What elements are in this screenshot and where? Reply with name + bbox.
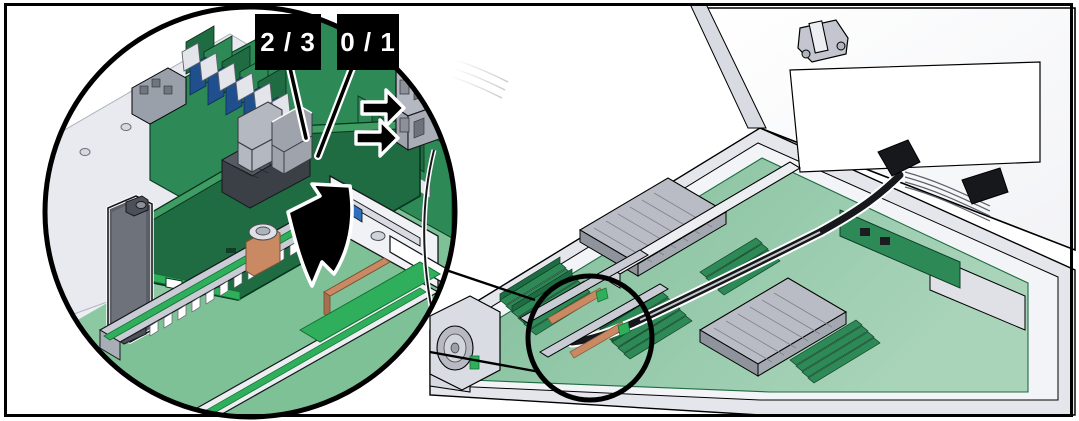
magnifier-leader-lines: [429, 266, 541, 374]
motion-lines: [448, 59, 509, 99]
direction-arrows: [286, 88, 406, 288]
riser-board: [839, 209, 961, 289]
sas-cable-connectors: [395, 59, 455, 152]
cover-release-latch: [797, 19, 849, 63]
slot-retention-bar: [323, 257, 391, 319]
power-connector: [131, 67, 187, 125]
callout-leader-lines: [286, 64, 356, 160]
cpu-heatsink: [698, 277, 848, 377]
sas-port-label-0-1: 0 / 1: [337, 14, 399, 70]
sas-port-label-2-3: 2 / 3: [255, 14, 321, 70]
arrow-insert-lower: [354, 118, 400, 158]
io-board: [299, 261, 441, 343]
detail-magnifier-circle: [42, 4, 458, 420]
server-chassis-overview: [429, 3, 1076, 416]
arrow-insert-upper: [360, 88, 406, 128]
detail-source-circle: [525, 273, 655, 403]
fan-module: [429, 295, 501, 391]
dimm-slots: [789, 319, 881, 384]
captive-screw: [245, 223, 281, 277]
sas-card-ports: [237, 101, 313, 175]
arrow-seat-card: [286, 182, 354, 288]
chassis-top-cover: [689, 3, 1076, 252]
pcie-riser-slot: [519, 249, 669, 359]
